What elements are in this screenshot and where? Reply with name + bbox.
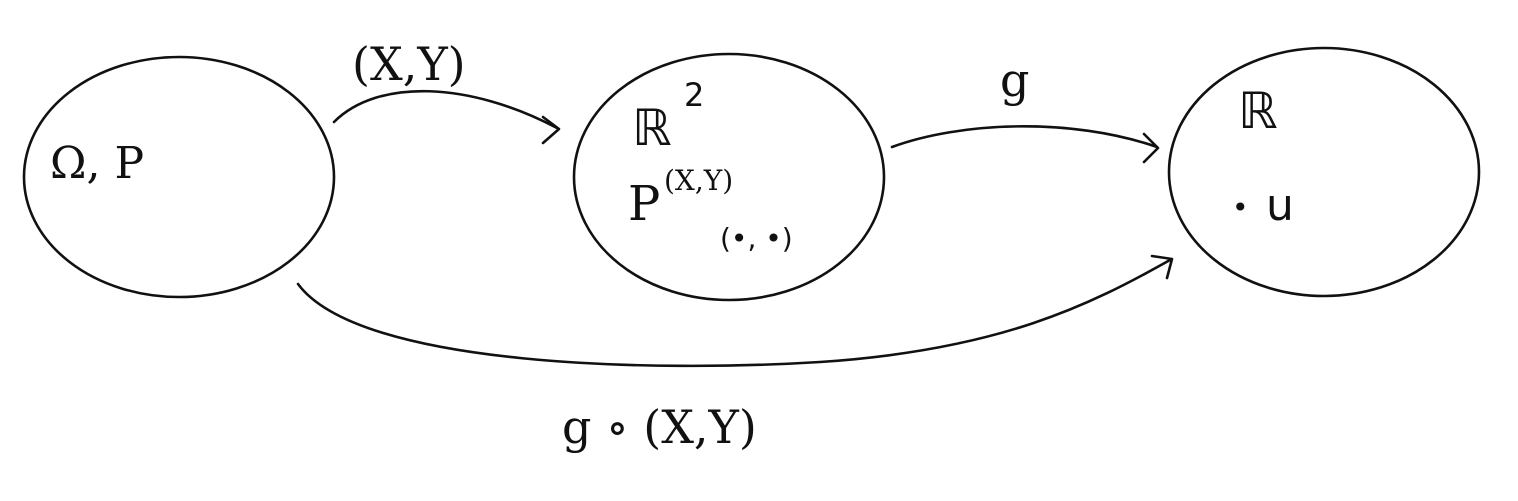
node-r2-superscript: 2 — [684, 76, 704, 114]
edge-g-label: g — [1000, 53, 1029, 107]
edge-composite-arrowhead — [1150, 254, 1174, 280]
node-omega-p: Ω, P — [22, 55, 336, 299]
edge-xy-curve — [332, 89, 559, 130]
node-r-point-label: u — [1266, 180, 1294, 231]
edge-g-curve — [890, 125, 1159, 149]
node-r2-label: ℝ — [632, 99, 672, 157]
edge-composite-label: g ∘ (X,Y) — [562, 400, 757, 454]
node-r2-measure-superscript: (X,Y) — [664, 164, 733, 197]
edge-g: g — [890, 53, 1160, 164]
node-r-point-marker: • — [1232, 191, 1249, 224]
edge-composite: g ∘ (X,Y) — [296, 254, 1174, 454]
edge-composite-curve — [296, 258, 1172, 368]
node-r2-measure: P — [628, 176, 660, 232]
node-r2-ellipse — [572, 52, 886, 302]
edge-xy-arrowhead — [541, 115, 561, 145]
edge-xy: (X,Y) — [332, 37, 561, 145]
node-r2: ℝ 2 P (X,Y) (•, •) — [572, 52, 886, 302]
node-r-ellipse — [1167, 46, 1481, 298]
node-r2-measure-argument: (•, •) — [720, 222, 793, 255]
edge-g-arrowhead — [1142, 132, 1160, 164]
node-omega-label: Ω, P — [50, 138, 144, 189]
node-r-label: ℝ — [1238, 82, 1278, 140]
node-omega-ellipse — [22, 55, 336, 299]
edge-xy-label: (X,Y) — [352, 37, 466, 91]
node-r: ℝ • u — [1167, 46, 1481, 298]
